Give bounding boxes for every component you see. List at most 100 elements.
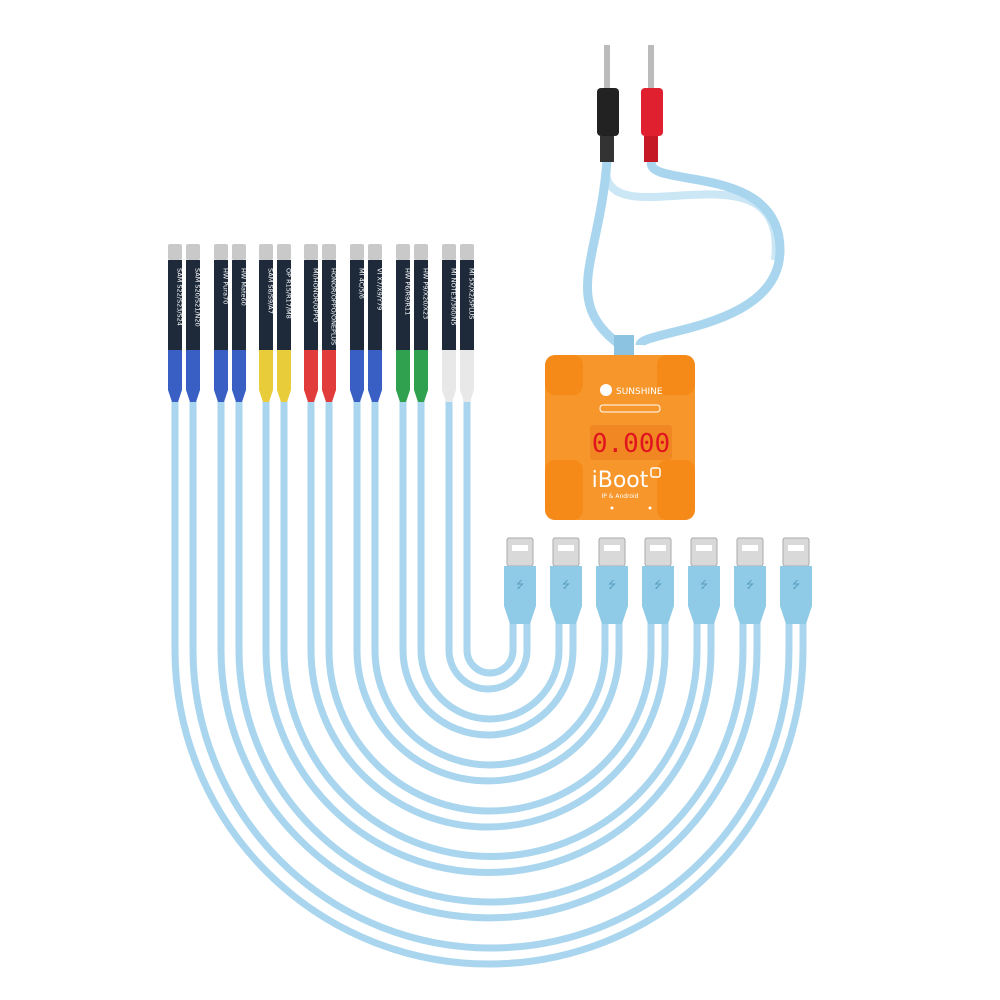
connector-pin-block: [414, 244, 428, 260]
flex-connectors: SAM S22/S23/S24 SAM S20/S21/N20 HW Pura70 H…: [168, 244, 476, 402]
connector-label: MI 5X/X2/5PLUS: [468, 268, 476, 319]
cable-bundle: [171, 400, 807, 968]
usb-metal-shell: [690, 537, 718, 567]
color-tip: [168, 350, 182, 402]
iboot-box: SUNSHINE 0.000 iBoot IP & Android: [545, 355, 695, 520]
connector-label: SAM S8/S9/A7: [267, 268, 275, 314]
cable: [235, 400, 747, 906]
connector-pin-block: [368, 244, 382, 260]
connector-label: SAM S22/S23/S24: [176, 268, 184, 326]
usb-symbol-icon: ⭍: [792, 579, 800, 591]
connector-pin-block: [259, 244, 273, 260]
usb-metal-shell: [782, 537, 810, 567]
connector-pin-block: [322, 244, 336, 260]
flex-connector: MI 5X/X2/5PLUS: [460, 244, 476, 402]
connector-label: MI NOTE3/360/N5: [450, 268, 458, 326]
connector-pin-block: [350, 244, 364, 260]
color-tip: [277, 350, 291, 402]
flex-connector: SAM S20/S21/N20: [186, 244, 202, 402]
connector-pin-block: [232, 244, 246, 260]
cable: [280, 400, 701, 860]
connector-pin-block: [396, 244, 410, 260]
flex-ribbon: [168, 260, 182, 350]
flex-connector: HW Pura70: [214, 244, 230, 402]
flex-ribbon: [350, 260, 364, 350]
color-tip: [322, 350, 336, 402]
connector-pin-block: [186, 244, 200, 260]
cable: [353, 400, 623, 785]
usb-plugs: ⭍⭍⭍⭍⭍⭍⭍: [504, 537, 812, 624]
black-banana-plug: [597, 45, 619, 162]
cable: [417, 400, 563, 723]
connector-label: HW Mate60: [240, 268, 248, 306]
usb-plug: ⭍: [550, 537, 582, 624]
usb-housing: [596, 566, 628, 624]
flex-connector: SAM S8/S9/A7: [259, 244, 275, 402]
power-lead: [583, 158, 785, 349]
usb-symbol-icon: ⭍: [654, 579, 662, 591]
usb-contacts: [650, 545, 666, 551]
color-tip: [414, 350, 428, 402]
cable: [307, 400, 669, 831]
usb-housing: [550, 566, 582, 624]
flex-connector: OP R15/R17/M8: [277, 244, 293, 402]
flex-connector: MI NOTE3/360/N5: [442, 244, 458, 402]
flex-connector: HW Mate60: [232, 244, 248, 402]
cable: [463, 400, 517, 677]
color-tip: [304, 350, 318, 402]
color-tip: [214, 350, 228, 402]
connector-label: VI X7/X9/Y79: [376, 268, 384, 310]
usb-housing: [504, 566, 536, 624]
connector-label: SAM S20/S21/N20: [194, 268, 202, 327]
usb-metal-shell: [506, 537, 534, 567]
brand-label: SUNSHINE: [616, 387, 663, 397]
usb-metal-shell: [552, 537, 580, 567]
flex-ribbon: [232, 260, 246, 350]
usb-housing: [780, 566, 812, 624]
flex-connector: SAM S22/S23/S24: [168, 244, 184, 402]
connector-label: HW P6/R9/R11: [404, 268, 412, 315]
connector-label: HONOR/OPPO/ONEPLUS: [330, 268, 338, 345]
product-name: iBoot: [592, 468, 649, 493]
connector-pin-block: [460, 244, 474, 260]
flex-ribbon: [396, 260, 410, 350]
connector-pin-block: [168, 244, 182, 260]
connector-pin-block: [304, 244, 318, 260]
flex-connector: HONOR/OPPO/ONEPLUS: [322, 244, 338, 402]
usb-contacts: [604, 545, 620, 551]
product-subtitle: IP & Android: [601, 493, 638, 500]
color-tip: [396, 350, 410, 402]
red-banana-plug: [641, 45, 663, 162]
color-tip: [442, 350, 456, 402]
connector-pin-block: [442, 244, 456, 260]
usb-metal-shell: [598, 537, 626, 567]
connector-label: MI 4C/5/6: [358, 268, 366, 299]
flex-ribbon: [442, 260, 456, 350]
flex-ribbon: [259, 260, 273, 350]
flex-connector: HW P6/R9/R11: [396, 244, 412, 402]
usb-plug: ⭍: [780, 537, 812, 624]
cable: [171, 400, 807, 968]
color-tip: [259, 350, 273, 402]
usb-symbol-icon: ⭍: [608, 579, 616, 591]
usb-contacts: [512, 545, 528, 551]
color-tip: [368, 350, 382, 402]
flex-connector: MI/HONOR/OPPO: [304, 244, 320, 402]
usb-plug: ⭍: [642, 537, 674, 624]
cable: [189, 400, 793, 952]
usb-contacts: [742, 545, 758, 551]
flex-ribbon: [322, 260, 336, 350]
flex-ribbon: [368, 260, 382, 350]
color-tip: [460, 350, 474, 402]
flex-connector: HW P9/X20/X23: [414, 244, 430, 402]
connector-label: HW Pura70: [222, 268, 230, 304]
usb-contacts: [558, 545, 574, 551]
usb-housing: [734, 566, 766, 624]
usb-metal-shell: [644, 537, 672, 567]
connector-label: MI/HONOR/OPPO: [312, 268, 320, 322]
cable: [262, 400, 715, 876]
usb-contacts: [696, 545, 712, 551]
cable: [399, 400, 577, 739]
usb-housing: [688, 566, 720, 624]
